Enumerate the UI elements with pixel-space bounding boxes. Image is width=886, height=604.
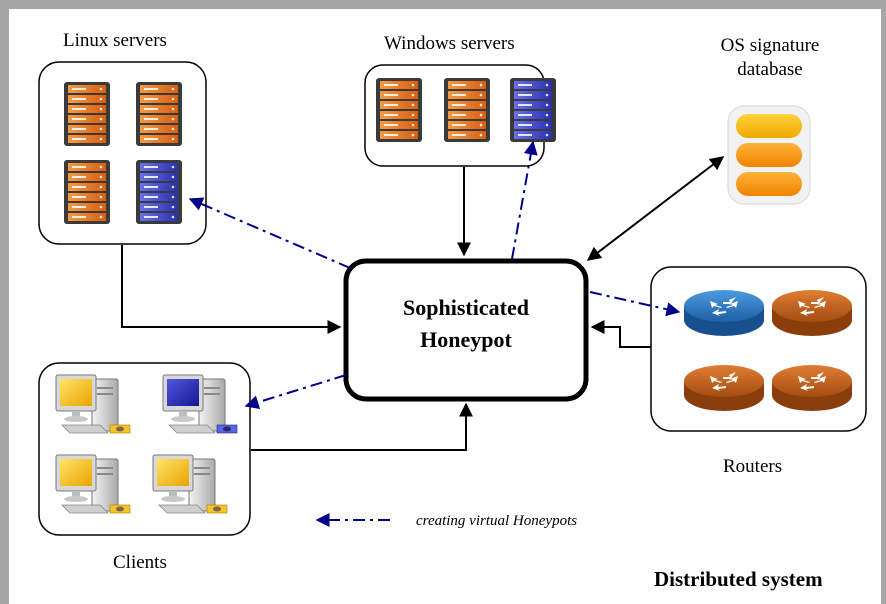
honeypot-title-line1: Sophisticated bbox=[403, 295, 529, 320]
routers-label: Routers bbox=[723, 456, 783, 477]
clients-to-honeypot-arrow bbox=[251, 402, 473, 451]
orange-server-icon bbox=[64, 82, 110, 146]
honeypot-database-arrow bbox=[586, 156, 725, 261]
orange-server-icon bbox=[64, 160, 110, 224]
os-signature-database-label: OS signature database bbox=[720, 35, 820, 80]
virtual-windows-arrow bbox=[511, 140, 538, 260]
clients-label: Clients bbox=[113, 552, 167, 573]
distributed-system-label: Distributed system bbox=[654, 567, 823, 591]
orange-router-icon bbox=[684, 365, 764, 411]
orange-server-icon bbox=[444, 78, 490, 142]
blue-router-icon bbox=[684, 290, 764, 336]
legend-label: creating virtual Honeypots bbox=[416, 513, 578, 529]
routers-to-honeypot-arrow bbox=[590, 320, 651, 348]
database-icon bbox=[727, 105, 811, 205]
orange-server-icon bbox=[136, 82, 182, 146]
honeypot-title-line2: Honeypot bbox=[420, 327, 512, 352]
honeypot-title: Sophisticated Honeypot bbox=[346, 292, 586, 356]
sophisticated-honeypot-box bbox=[343, 258, 589, 402]
orange-router-icon bbox=[772, 290, 852, 336]
blue-server-icon bbox=[510, 78, 556, 142]
virtual-client-arrow bbox=[244, 374, 347, 409]
virtual-linux-arrow bbox=[188, 197, 351, 269]
orange-router-icon bbox=[772, 365, 852, 411]
linux-servers-label: Linux servers bbox=[63, 30, 167, 51]
blue-server-icon bbox=[136, 160, 182, 224]
linux-to-honeypot-arrow bbox=[121, 245, 342, 334]
virtual-router-arrow bbox=[589, 291, 681, 317]
windows-servers-label: Windows servers bbox=[384, 33, 515, 54]
orange-server-icon bbox=[376, 78, 422, 142]
